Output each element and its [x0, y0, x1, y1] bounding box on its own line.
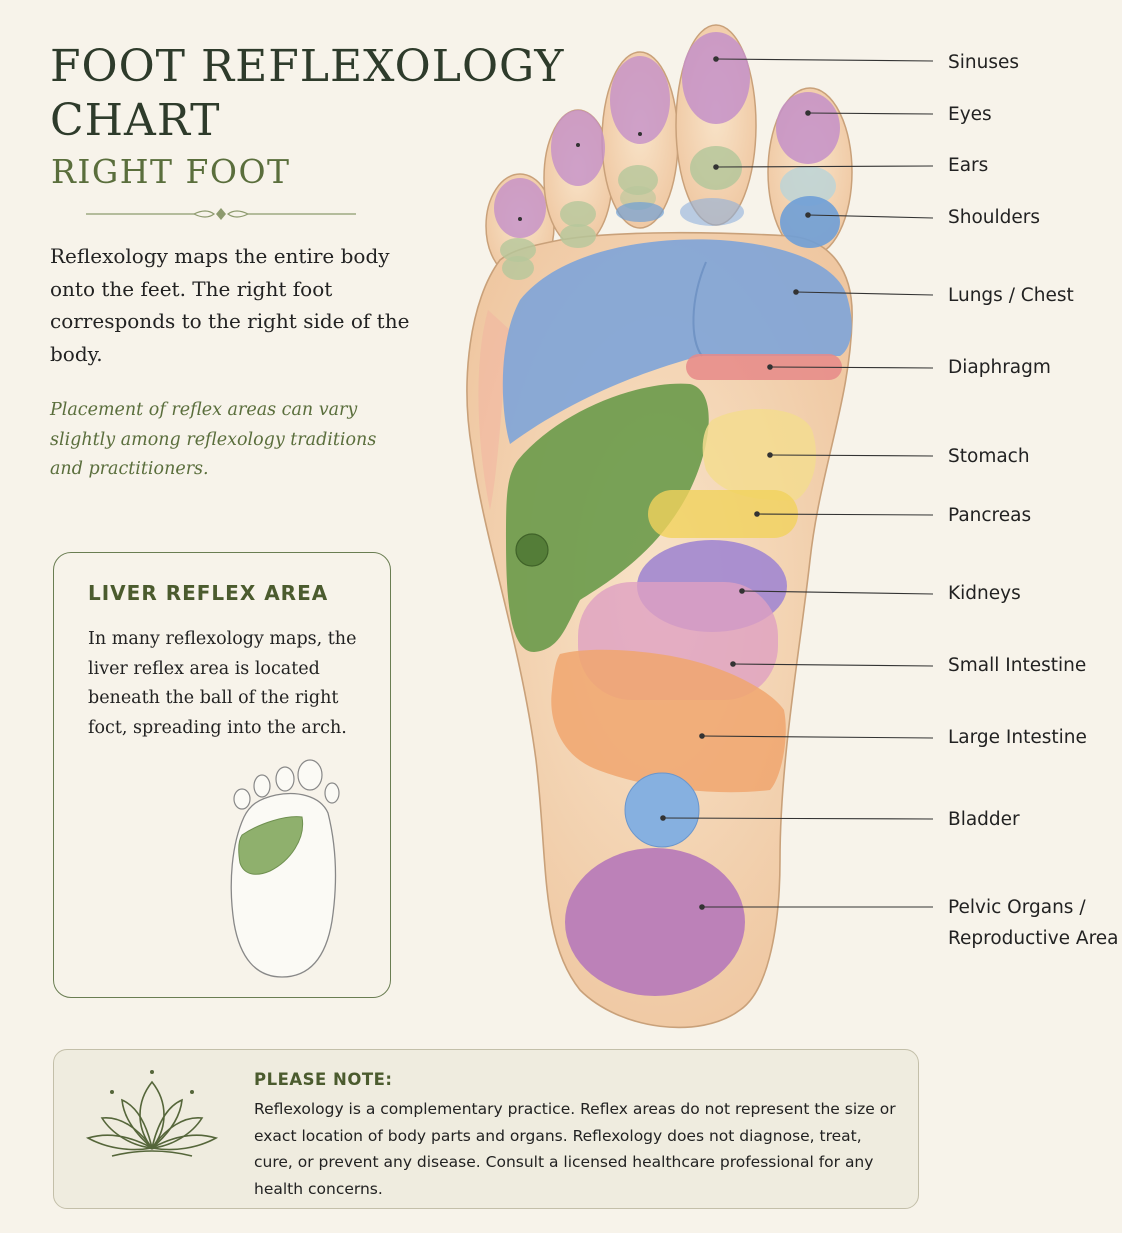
inner-edge-shading: [478, 310, 510, 510]
page-subtitle: RIGHT FOOT: [51, 152, 291, 191]
note-text: Reflexology is a complementary practice.…: [254, 1100, 896, 1198]
dot-stomach: [767, 452, 773, 458]
dot-toe-5: [518, 217, 522, 221]
label-diaphragm: Diaphragm: [948, 357, 1051, 378]
sinus-zone-4: [551, 110, 605, 186]
ears-zone-5a: [500, 238, 536, 262]
mini-liver-area: [238, 816, 304, 875]
leader-bladder: [662, 817, 934, 820]
dot-large-intestine: [699, 733, 705, 739]
mini-toe-4: [297, 759, 323, 791]
dot-shoulders: [805, 212, 811, 218]
title-line-1: FOOT REFLEXOLOGY: [50, 41, 565, 92]
label-eyes: Eyes: [948, 104, 992, 125]
label-kidneys: Kidneys: [948, 583, 1021, 604]
liver-zone: [506, 383, 709, 652]
leader-pancreas: [756, 513, 934, 516]
label-stomach: Stomach: [948, 446, 1030, 467]
sinus-zone-5: [494, 178, 546, 238]
dot-bladder: [660, 815, 666, 821]
gallbladder-spot: [515, 533, 549, 567]
stomach-zone: [702, 409, 817, 501]
shoulder-zone-3: [616, 202, 664, 222]
leader-lungs: [795, 291, 934, 296]
pelvic-zone: [565, 848, 745, 996]
leader-ears: [715, 165, 934, 168]
liver-box-title: LIVER REFLEX AREA: [88, 581, 329, 605]
label-bladder: Bladder: [948, 809, 1020, 830]
intro-text: Reflexology maps the entire body onto th…: [50, 244, 410, 366]
liver-box-text: In many reflexology maps, the liver refl…: [88, 629, 357, 738]
ears-zone-4a: [560, 201, 596, 227]
dot-ears: [713, 164, 719, 170]
leader-sinuses: [715, 58, 934, 62]
ears-zone-4b: [560, 224, 596, 248]
label-pancreas: Pancreas: [948, 505, 1032, 526]
leader-kidneys: [741, 590, 934, 595]
mini-toe-5: [324, 782, 340, 804]
leader-diaphragm: [769, 366, 934, 369]
sinus-zone-2: [682, 32, 750, 124]
dot-pelvic: [699, 904, 705, 910]
eyes-zone: [776, 92, 840, 164]
leader-shoulders: [807, 214, 934, 219]
ears-zone-big: [780, 166, 836, 206]
divider-ornament: [86, 208, 356, 220]
label-shoulders: Shoulders: [948, 207, 1041, 228]
title-line-2: CHART: [50, 95, 221, 146]
label-sinuses: Sinuses: [948, 52, 1019, 73]
shoulder-zone-2: [680, 198, 744, 226]
dot-small-intestine: [730, 661, 736, 667]
label-small-intestine: Small Intestine: [948, 655, 1087, 676]
liver-reflex-box: LIVER REFLEX AREA In many reflexology ma…: [53, 552, 391, 998]
bladder-zone: [624, 772, 700, 848]
sinus-zone-3: [610, 56, 670, 144]
dot-kidneys: [739, 588, 745, 594]
disclaimer-box: PLEASE NOTE: Reflexology is a complement…: [53, 1049, 919, 1209]
dot-toe-3: [638, 132, 642, 136]
dot-pancreas: [754, 511, 760, 517]
shoulder-zone: [780, 196, 840, 248]
leader-stomach: [769, 454, 934, 457]
leader-small-intestine: [732, 663, 934, 667]
ears-zone-3a: [618, 165, 658, 195]
mini-toe-1: [233, 788, 251, 810]
label-large-intestine: Large Intestine: [948, 727, 1087, 748]
label-reproductive-area: Reproductive Area: [948, 928, 1119, 949]
mini-toe-2: [253, 774, 271, 798]
page-title: FOOT REFLEXOLOGY CHART: [50, 40, 564, 148]
dot-lungs: [793, 289, 799, 295]
dot-eyes: [805, 110, 811, 116]
pancreas-zone: [648, 490, 798, 538]
lungs-chest-zone: [502, 239, 852, 444]
dot-diaphragm: [767, 364, 773, 370]
leader-eyes: [807, 112, 934, 115]
label-lungs-chest: Lungs / Chest: [948, 285, 1074, 306]
note-title: PLEASE NOTE:: [254, 1070, 393, 1089]
caveat-text: Placement of reflex areas can vary sligh…: [50, 400, 377, 479]
leader-large-intestine: [701, 735, 934, 739]
mini-foot-illustration: [230, 759, 340, 978]
diaphragm-zone: [686, 354, 842, 380]
ears-zone-5b: [502, 256, 534, 280]
lungs-divider: [692, 261, 707, 357]
dot-toe-4: [576, 143, 580, 147]
mini-toe-3: [275, 766, 295, 792]
label-pelvic-organs: Pelvic Organs /: [948, 897, 1086, 918]
lotus-icon: [85, 1070, 219, 1157]
label-ears: Ears: [948, 155, 989, 176]
large-intestine-zone: [551, 649, 786, 793]
dot-sinuses: [713, 56, 719, 62]
